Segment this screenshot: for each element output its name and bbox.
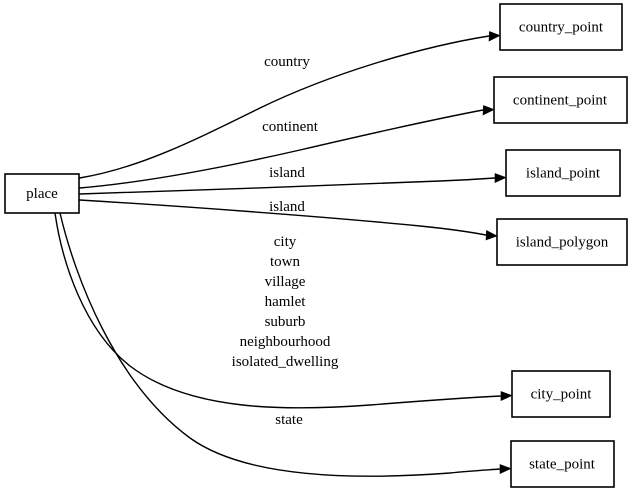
node-continent_point-label: continent_point xyxy=(513,92,608,108)
edge-line-island-polygon xyxy=(79,199,487,236)
node-city_point-box[interactable] xyxy=(511,370,611,418)
node-state_point-box[interactable] xyxy=(510,440,615,488)
node-continent_point[interactable]: continent_point xyxy=(493,76,628,124)
edge-label-line-town: town xyxy=(270,254,301,270)
edge-place-to-continent_point[interactable] xyxy=(79,105,495,189)
edge-labels-layer: country continent island island city tow… xyxy=(232,54,339,428)
node-place-box[interactable] xyxy=(4,173,80,214)
edge-label-line-village: village xyxy=(265,274,306,290)
edge-label-island-point: island xyxy=(269,165,305,181)
node-country_point-box[interactable] xyxy=(499,3,623,51)
node-state_point[interactable]: state_point xyxy=(510,440,615,488)
edge-place-to-island_point[interactable] xyxy=(79,173,507,195)
node-state_point-label: state_point xyxy=(529,456,596,472)
arrowhead-island-point xyxy=(494,173,507,183)
arrowhead-city xyxy=(500,391,513,401)
node-country_point-label: country_point xyxy=(519,19,604,35)
node-city_point-label: city_point xyxy=(531,386,593,402)
node-island_polygon[interactable]: island_polygon xyxy=(496,218,628,266)
edge-place-to-city_point[interactable] xyxy=(54,212,513,409)
arrowhead-island-polygon xyxy=(485,230,498,241)
nodes-layer: place country_point continent_point isla… xyxy=(4,3,628,488)
edge-label-island-polygon: island xyxy=(269,199,305,215)
node-island_polygon-box[interactable] xyxy=(496,218,628,266)
node-place-label: place xyxy=(26,186,58,202)
node-place[interactable]: place xyxy=(4,173,80,214)
edge-line-country xyxy=(79,35,490,179)
edge-place-to-island_polygon[interactable] xyxy=(79,199,498,241)
node-island_point[interactable]: island_point xyxy=(505,149,621,197)
node-continent_point-box[interactable] xyxy=(493,76,628,124)
arrowhead-continent xyxy=(482,105,495,116)
arrowhead-country xyxy=(488,31,501,42)
edge-label-line-neighbourhood: neighbourhood xyxy=(240,334,331,350)
edge-label-city-multiline: city town village hamlet suburb neighbou… xyxy=(232,234,339,370)
node-city_point[interactable]: city_point xyxy=(511,370,611,418)
edge-line-city xyxy=(54,212,502,409)
edge-label-state: state xyxy=(275,412,303,428)
node-island_point-box[interactable] xyxy=(505,149,621,197)
edges-layer xyxy=(54,31,513,477)
node-country_point[interactable]: country_point xyxy=(499,3,623,51)
edge-line-island-point xyxy=(79,177,496,195)
edge-place-to-country_point[interactable] xyxy=(79,31,501,179)
edge-line-continent xyxy=(79,109,484,189)
edge-label-line-isolated-dwelling: isolated_dwelling xyxy=(232,354,339,370)
edge-label-continent: continent xyxy=(262,119,319,135)
edge-label-line-suburb: suburb xyxy=(265,314,306,330)
edge-place-to-state_point[interactable] xyxy=(59,212,512,477)
edge-label-line-city: city xyxy=(274,234,297,250)
node-island_point-label: island_point xyxy=(526,165,601,181)
edge-line-state xyxy=(59,212,501,477)
edge-label-line-hamlet: hamlet xyxy=(265,294,307,310)
node-island_polygon-label: island_polygon xyxy=(516,234,609,250)
edge-label-country: country xyxy=(264,54,310,70)
arrowhead-state xyxy=(499,464,512,474)
